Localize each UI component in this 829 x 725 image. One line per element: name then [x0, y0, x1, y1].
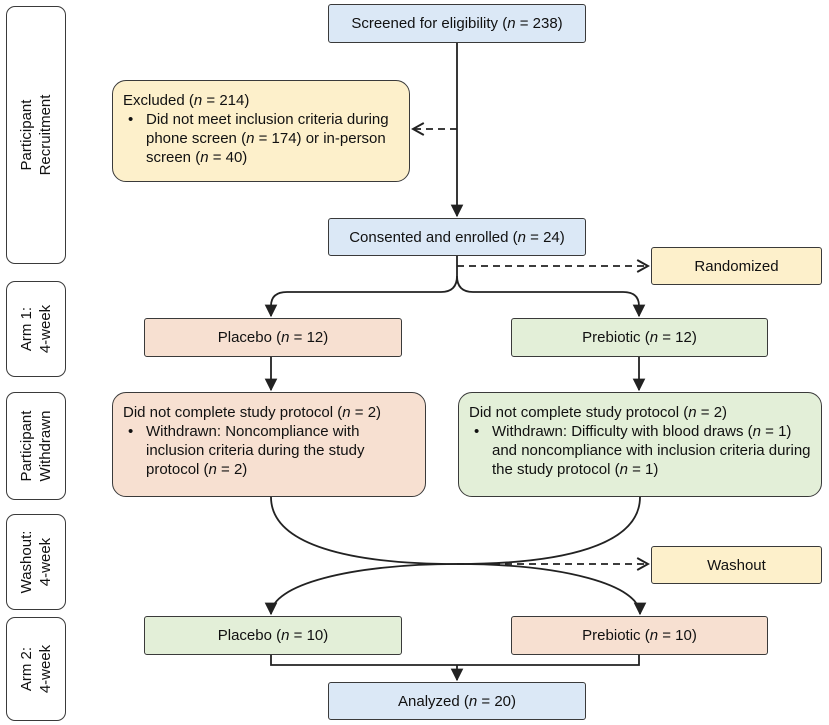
n-symbol: n [688, 404, 697, 421]
withdrawn-placebo-list: Withdrawn: Noncompliance with inclusion … [123, 422, 415, 479]
analyzed-box: Analyzed (n = 20) [328, 682, 586, 720]
n-symbol: n [342, 404, 351, 421]
withdrawn-prebiotic-bullet: Withdrawn: Difficulty with blood draws (… [469, 422, 811, 479]
withdrawn-prebiotic-list: Withdrawn: Difficulty with blood draws (… [469, 422, 811, 479]
washout-label: Washout [707, 556, 766, 574]
stage-participant-withdrawn: Participant Withdrawn [6, 392, 66, 500]
stage-participant-recruitment: Participant Recruitment [6, 6, 66, 264]
withdrawn-placebo-title: Did not complete study protocol (n = 2) [123, 404, 382, 421]
withdrawn-placebo-bullet: Withdrawn: Noncompliance with inclusion … [123, 422, 415, 479]
consented-text: Consented and enrolled ( [349, 228, 518, 246]
arrow-split-prebiotic [456, 275, 646, 318]
n-symbol: n [468, 692, 478, 710]
screened-value: = 238) [515, 15, 563, 32]
n-symbol: n [752, 423, 761, 440]
n-symbol: n [281, 329, 290, 346]
excluded-box: Excluded (n = 214) Did not meet inclusio… [112, 80, 410, 182]
arrow-crossover-right [264, 496, 641, 616]
excluded-list: Did not meet inclusion criteria during p… [123, 110, 399, 167]
n-symbol: n [200, 149, 209, 166]
n-symbol: n [507, 15, 516, 32]
stage-washout: Washout: 4-week [6, 514, 66, 610]
n-symbol: n [246, 130, 255, 147]
consented-value: = 24) [526, 228, 565, 246]
washout-box: Washout [651, 546, 822, 584]
consented-box: Consented and enrolled (n = 24) [328, 218, 586, 256]
stage-arm-1: Arm 1: 4-week [6, 281, 66, 377]
screened-text: Screened for eligibility ( [351, 15, 508, 32]
n-symbol: n [208, 461, 217, 478]
n-symbol: n [517, 228, 526, 246]
withdrawn-placebo-box: Did not complete study protocol (n = 2) … [112, 392, 426, 497]
excluded-bullet: Did not meet inclusion criteria during p… [123, 110, 399, 167]
n-symbol: n [619, 461, 628, 478]
n-symbol: n [649, 627, 659, 644]
prebiotic-arm1-box: Prebiotic (n = 12) [511, 318, 768, 357]
withdrawn-prebiotic-title: Did not complete study protocol (n = 2) [469, 404, 728, 421]
excluded-title: Excluded (n = 214) [123, 92, 250, 109]
screened-box: Screened for eligibility (n = 238) [328, 4, 586, 43]
arrow-split-placebo [264, 256, 458, 318]
randomized-label: Randomized [694, 257, 779, 275]
n-symbol: n [649, 329, 659, 346]
stage-arm-2: Arm 2: 4-week [6, 617, 66, 721]
prebiotic-arm2-box: Prebiotic (n = 10) [511, 616, 768, 655]
withdrawn-prebiotic-box: Did not complete study protocol (n = 2) … [458, 392, 822, 497]
n-symbol: n [193, 92, 203, 109]
arrow-crossover-left [270, 496, 647, 616]
n-symbol: n [281, 627, 290, 644]
placebo-arm2-box: Placebo (n = 10) [144, 616, 402, 655]
arrow-merge-analyzed [270, 655, 640, 666]
randomized-box: Randomized [651, 247, 822, 285]
placebo-arm1-box: Placebo (n = 12) [144, 318, 402, 357]
